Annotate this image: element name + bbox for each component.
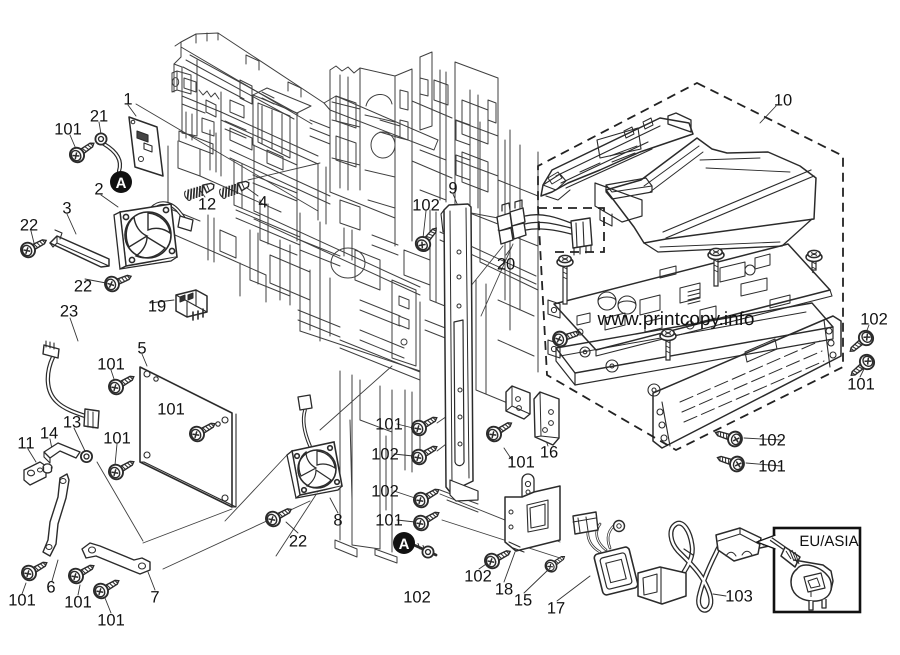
svg-text:11: 11: [17, 435, 34, 453]
svg-text:101: 101: [847, 376, 875, 394]
svg-text:101: 101: [97, 356, 125, 374]
svg-text:17: 17: [547, 600, 565, 618]
svg-text:16: 16: [540, 444, 558, 462]
svg-text:5: 5: [137, 340, 146, 358]
svg-text:101: 101: [758, 458, 786, 476]
svg-text:6: 6: [46, 579, 55, 597]
svg-text:10: 10: [774, 92, 792, 110]
svg-text:EU/ASIA: EU/ASIA: [799, 533, 858, 550]
svg-text:18: 18: [495, 581, 513, 599]
svg-text:1: 1: [123, 91, 132, 109]
svg-text:101: 101: [103, 430, 131, 448]
svg-text:23: 23: [60, 303, 78, 321]
svg-text:12: 12: [198, 196, 216, 214]
svg-text:102: 102: [860, 311, 888, 329]
svg-text:102: 102: [412, 197, 440, 215]
svg-text:3: 3: [62, 200, 71, 218]
svg-text:22: 22: [289, 533, 307, 551]
svg-text:4: 4: [258, 194, 267, 212]
svg-text:14: 14: [40, 425, 58, 443]
svg-text:15: 15: [514, 592, 532, 610]
svg-text:101: 101: [375, 416, 403, 434]
svg-text:101: 101: [507, 454, 535, 472]
svg-text:A: A: [116, 175, 127, 192]
svg-text:13: 13: [63, 414, 81, 432]
svg-text:22: 22: [20, 217, 38, 235]
svg-text:A: A: [399, 536, 410, 553]
svg-text:102: 102: [464, 568, 492, 586]
svg-text:101: 101: [8, 592, 36, 610]
svg-text:www.printcopy.info: www.printcopy.info: [597, 309, 755, 330]
svg-text:101: 101: [97, 612, 125, 630]
svg-text:101: 101: [157, 401, 185, 419]
svg-text:102: 102: [371, 483, 399, 501]
svg-text:7: 7: [150, 589, 159, 607]
svg-text:101: 101: [64, 594, 92, 612]
svg-text:19: 19: [148, 298, 166, 316]
svg-text:9: 9: [448, 180, 457, 198]
svg-text:22: 22: [74, 278, 92, 296]
svg-text:8: 8: [333, 512, 342, 530]
svg-text:102: 102: [758, 432, 786, 450]
svg-text:102: 102: [371, 446, 399, 464]
svg-text:101: 101: [54, 121, 82, 139]
svg-text:102: 102: [403, 589, 431, 607]
svg-text:21: 21: [90, 108, 108, 126]
svg-text:2: 2: [94, 181, 103, 199]
svg-text:101: 101: [375, 512, 403, 530]
svg-text:20: 20: [497, 256, 515, 274]
svg-text:103: 103: [725, 588, 753, 606]
